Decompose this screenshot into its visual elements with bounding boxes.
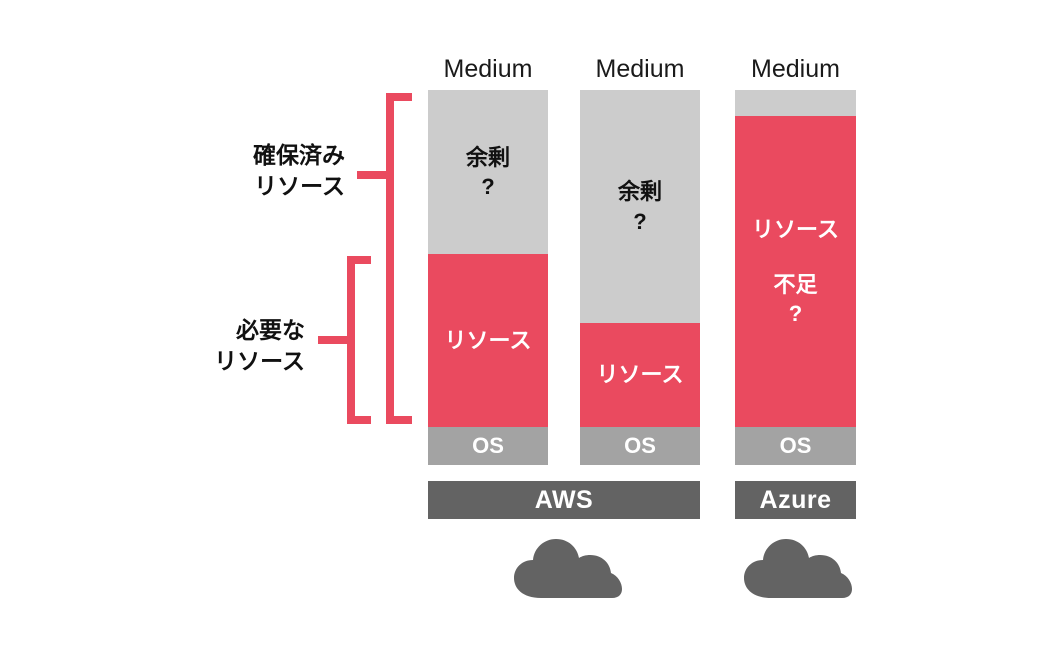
cloud-icon <box>508 537 623 599</box>
bracket-inner-pointer <box>318 336 350 344</box>
bar-2-spare-line-2: ? <box>633 208 647 234</box>
bracket-outer-pointer <box>357 171 389 179</box>
column-header-1: Medium <box>443 55 533 83</box>
side-label-required-resource: 必要な リソース <box>80 315 305 377</box>
bracket-outer-top-arm <box>386 93 412 101</box>
bracket-inner-spine <box>347 256 355 424</box>
provider-bar-azure: Azure <box>735 481 856 519</box>
stacked-bar-3: リソース 不足 ? OS <box>735 90 856 465</box>
bar-2-segment-os: OS <box>580 427 700 465</box>
bar-1-segment-spare: 余剰 ? <box>428 90 548 254</box>
bar-3-segment-spare <box>735 90 856 116</box>
bar-1-segment-os: OS <box>428 427 548 465</box>
provider-bar-aws: AWS <box>428 481 700 519</box>
bar-3-resource-line-3: 不足 <box>773 271 818 297</box>
bar-3-segment-os: OS <box>735 427 856 465</box>
bracket-outer-spine <box>386 93 394 424</box>
bar-2-segment-resource: リソース <box>580 323 700 427</box>
bar-1-segment-resource: リソース <box>428 254 548 427</box>
bracket-inner-bottom-arm <box>347 416 371 424</box>
stacked-bar-2: 余剰 ? リソース OS <box>580 90 700 465</box>
bar-3-segment-resource: リソース 不足 ? <box>735 116 856 427</box>
bar-2-os-line-1: OS <box>624 433 656 459</box>
stacked-bar-1: 余剰 ? リソース OS <box>428 90 548 465</box>
side-label-reserved-resource: 確保済み リソース <box>120 140 345 202</box>
bar-1-os-line-1: OS <box>472 433 504 459</box>
bar-3-os-line-1: OS <box>779 433 812 459</box>
side-label-required-line-2: リソース <box>214 348 305 375</box>
column-header-3: Medium <box>751 55 840 83</box>
provider-label-aws: AWS <box>534 485 594 514</box>
bracket-inner-top-arm <box>347 256 371 264</box>
bar-3-resource-line-1: リソース <box>752 216 839 242</box>
bar-1-spare-line-1: 余剰 <box>465 144 510 170</box>
side-label-reserved-line-1: 確保済み <box>253 142 345 168</box>
side-label-required-line-1: 必要な <box>236 317 305 343</box>
bar-2-spare-line-1: 余剰 <box>617 179 662 205</box>
bar-1-resource-line-1: リソース <box>444 327 532 353</box>
side-label-reserved-line-2: リソース <box>254 173 345 200</box>
bar-2-resource-line-1: リソース <box>596 362 684 388</box>
bar-2-segment-spare: 余剰 ? <box>580 90 700 323</box>
cloud-icon <box>738 537 853 599</box>
column-header-2: Medium <box>595 55 685 83</box>
bar-3-resource-line-4: ? <box>788 301 803 327</box>
bar-1-spare-line-2: ? <box>481 174 495 199</box>
provider-label-azure: Azure <box>759 485 832 514</box>
bracket-outer-bottom-arm <box>386 416 412 424</box>
